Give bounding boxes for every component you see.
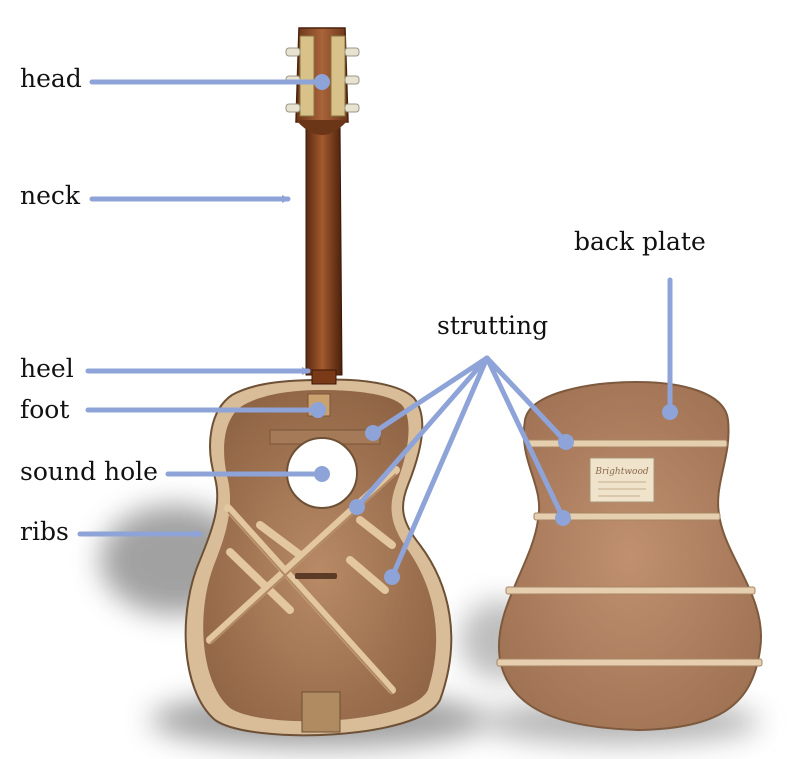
label-strutting: strutting <box>437 311 549 340</box>
label-sound-hole: sound hole <box>20 457 158 486</box>
brand-sticker-text: Brightwood <box>594 467 649 477</box>
label-back-plate: back plate <box>574 227 706 256</box>
guitar-back: Brightwood <box>496 380 763 732</box>
label-foot: foot <box>20 395 70 424</box>
strutting-pointer-2 <box>354 355 490 510</box>
head-dot <box>314 74 330 90</box>
back-plate-dot <box>662 404 678 420</box>
strutting-dot-3 <box>384 569 400 585</box>
tuner-plate-left <box>299 35 315 117</box>
strutting-pointer-1 <box>370 355 490 436</box>
strutting-dot-5 <box>555 510 571 526</box>
neck <box>305 121 343 376</box>
strutting-pointer-5 <box>484 355 566 521</box>
strutting-dot-2 <box>349 499 365 515</box>
back-plate-shape <box>497 380 763 732</box>
bridge-plate <box>295 573 337 579</box>
strutting-pointer-3 <box>389 355 490 580</box>
heel <box>311 369 337 385</box>
sound-hole-dot <box>314 466 330 482</box>
tuner-plate-right <box>330 35 346 117</box>
pointer-lines <box>77 79 673 580</box>
strutting-pointer-4 <box>484 355 569 445</box>
strutting-dot-4 <box>558 434 574 450</box>
label-neck: neck <box>20 181 81 210</box>
foot-dot <box>310 402 326 418</box>
label-ribs: ribs <box>20 517 69 546</box>
label-head: head <box>20 64 82 93</box>
pointer-dots <box>310 74 678 585</box>
guitar-front <box>184 27 453 737</box>
strutting-dot-1 <box>365 425 381 441</box>
label-heel: heel <box>20 354 74 383</box>
x-bracing <box>206 466 400 694</box>
tail-block <box>301 691 341 733</box>
brand-sticker <box>589 457 655 503</box>
